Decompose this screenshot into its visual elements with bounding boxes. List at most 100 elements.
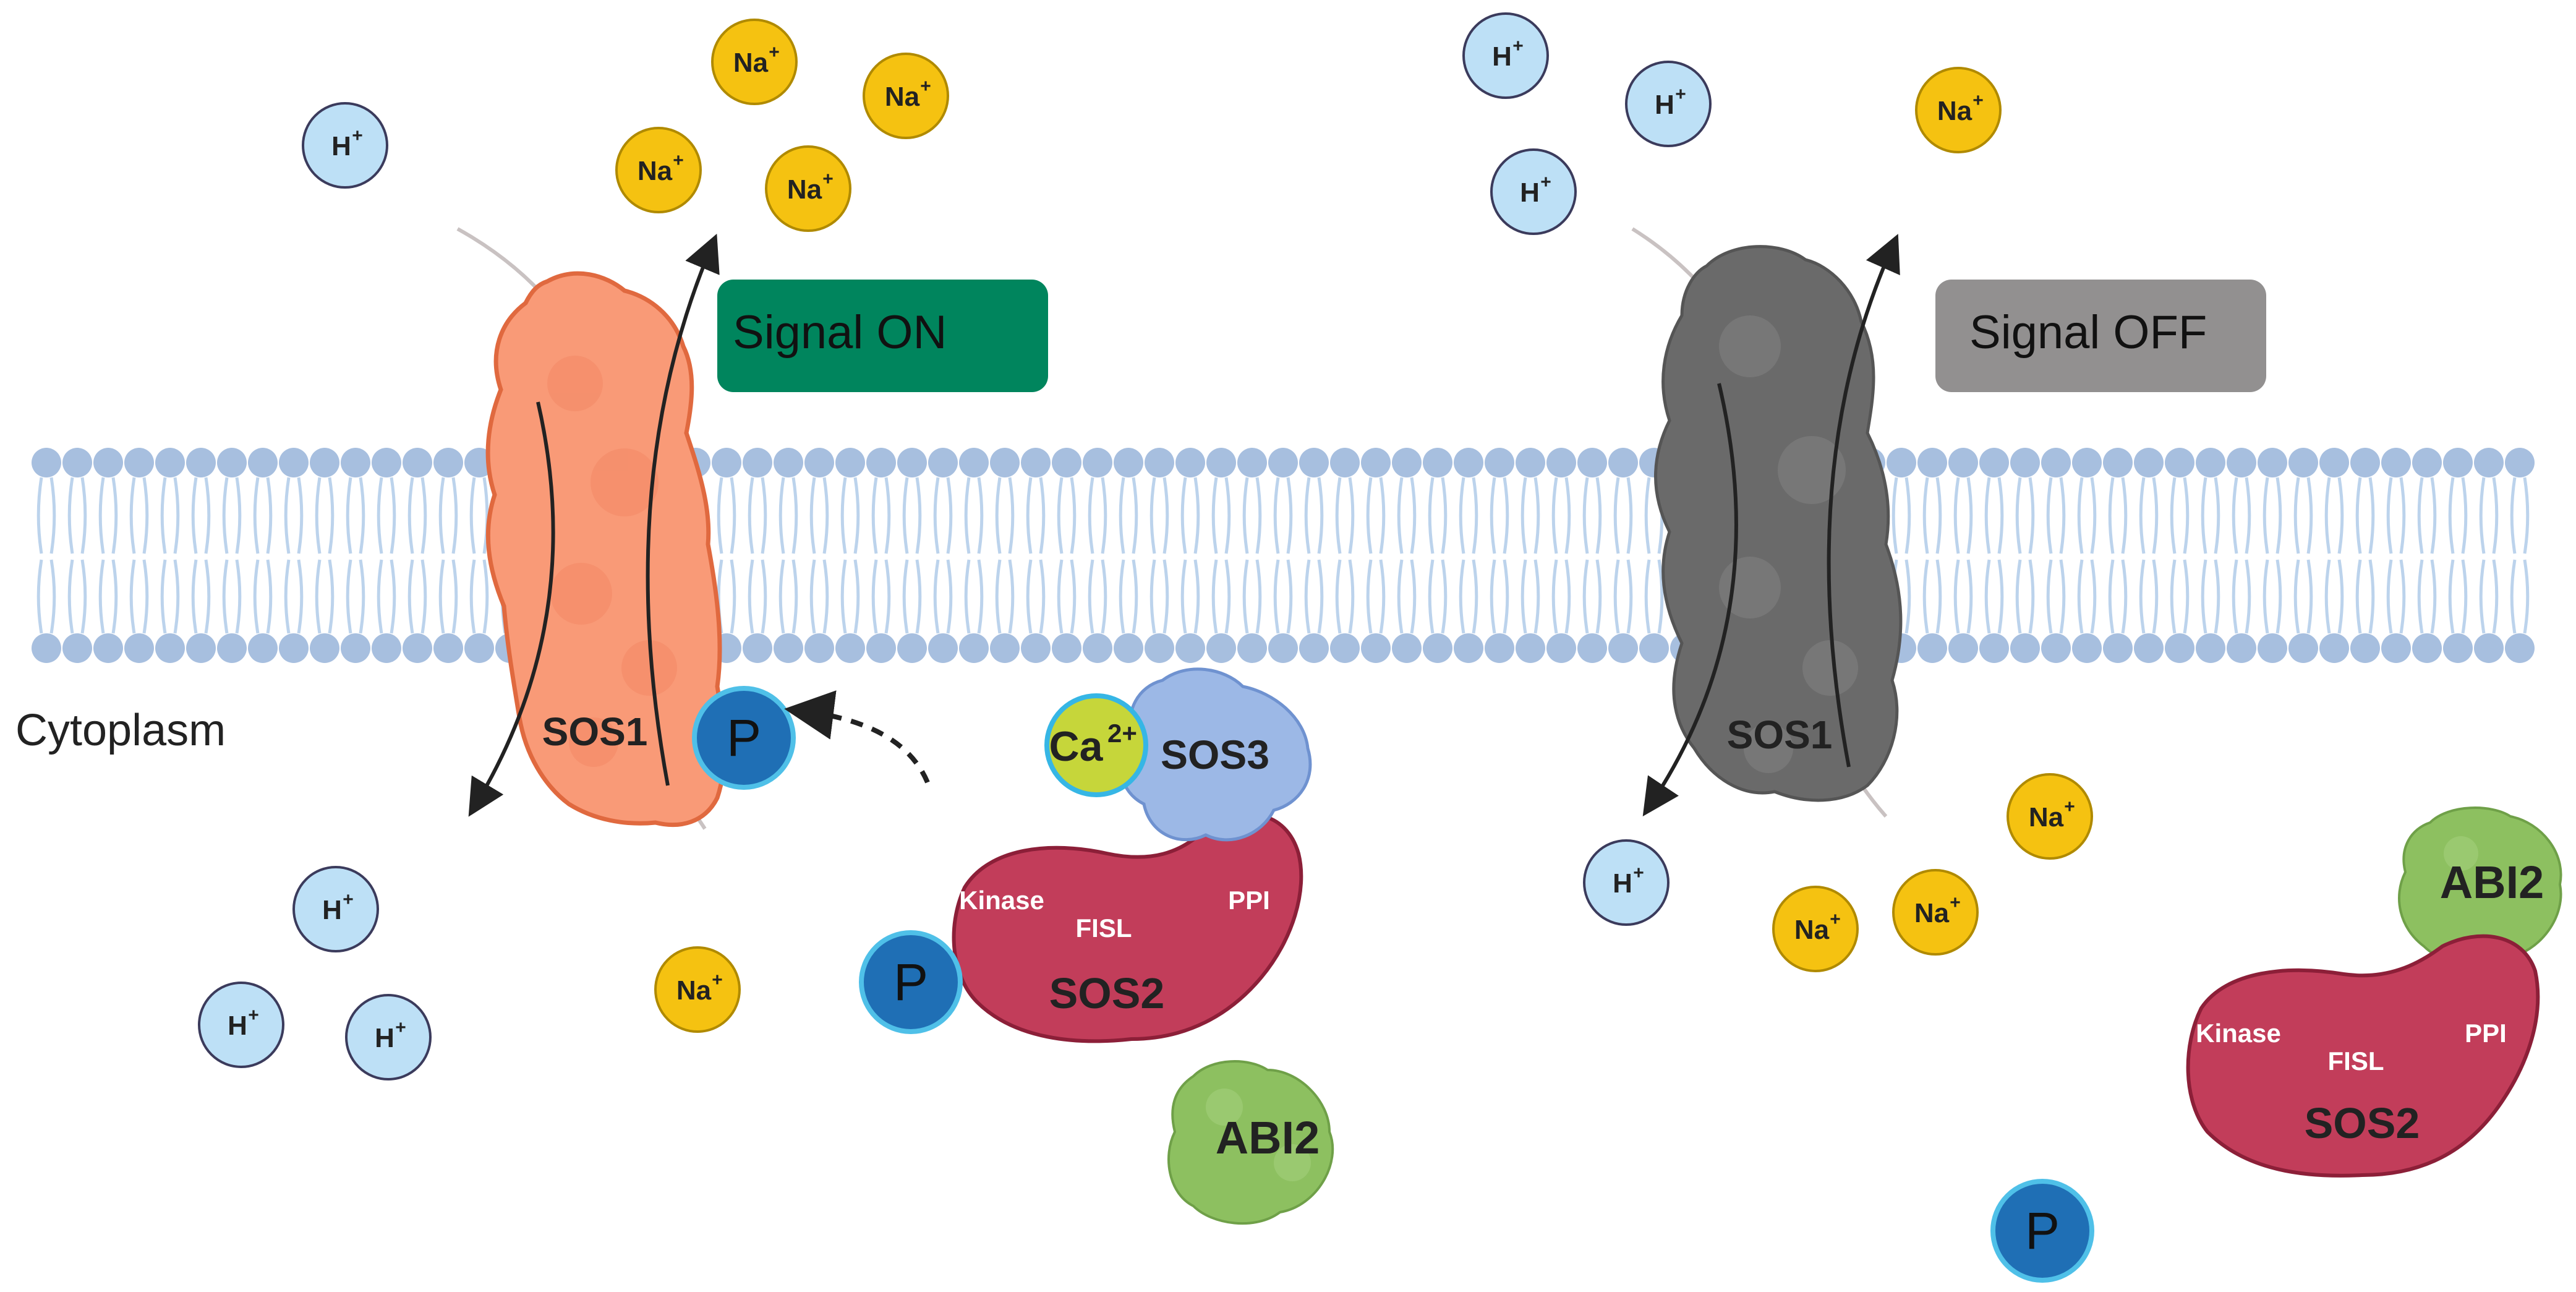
lipid-head	[2134, 448, 2164, 477]
lipid-tail	[1397, 477, 1404, 554]
lipid-head	[1485, 633, 1514, 663]
lipid-tail	[284, 559, 291, 634]
lipid-tail	[98, 477, 105, 554]
lipid-tail	[36, 477, 43, 554]
lipid-tail	[761, 477, 767, 554]
sodium-ion-charge: +	[1950, 892, 1961, 913]
lipid-head	[2072, 448, 2102, 477]
lipid-tail	[2152, 477, 2159, 554]
lipid-tail	[1441, 559, 1448, 634]
lipid-tail	[1273, 559, 1280, 634]
sodium-ion-symbol: Na	[1794, 915, 1830, 945]
lipid-tail	[1503, 559, 1509, 634]
abi2-label-left: ABI2	[1216, 1112, 1320, 1163]
lipid-head	[217, 448, 247, 477]
lipid-head	[433, 448, 463, 477]
signal-off-badge: Signal OFF	[1935, 280, 2266, 392]
lipid-tail	[778, 559, 785, 634]
sos2-fisl-label-right: FISL	[2328, 1046, 2384, 1076]
lipid-tail	[2139, 477, 2146, 554]
sos3-label: SOS3	[1161, 732, 1269, 777]
lipid-tail	[36, 559, 43, 634]
lipid-head	[433, 633, 463, 663]
free-phosphate: P	[1990, 1179, 2094, 1283]
sos2-ppi-label-right: PPI	[2465, 1019, 2507, 1048]
lipid-head	[990, 448, 1020, 477]
lipid-head	[1021, 633, 1051, 663]
lipid-head	[248, 633, 278, 663]
lipid-tail	[1582, 559, 1589, 634]
lipid-tail	[2108, 559, 2115, 634]
lipid-tail	[2368, 477, 2375, 554]
lipid-tail	[1410, 477, 1417, 554]
lipid-head	[62, 448, 92, 477]
lipid-tail	[2183, 559, 2190, 634]
lipid-head	[2319, 448, 2349, 477]
proton-ion: H+	[1583, 839, 1670, 926]
lipid-head	[124, 633, 154, 663]
lipid-tail	[1953, 559, 1960, 634]
lipid-head	[1083, 633, 1112, 663]
lipid-tail	[346, 477, 352, 554]
lipid-tail	[160, 477, 167, 554]
lipid-head	[959, 448, 989, 477]
membrane-tails-lower	[36, 559, 2530, 634]
sodium-ion: Na+	[863, 53, 949, 139]
sodium-ion-symbol: Na	[676, 975, 712, 1006]
lipid-tail	[2510, 559, 2517, 634]
lipid-tail	[1162, 477, 1169, 554]
lipid-tail	[222, 477, 229, 554]
sodium-ion-symbol: Na	[885, 82, 920, 112]
lipid-tail	[2430, 559, 2437, 634]
lipid-head	[2381, 633, 2411, 663]
lipid-head	[866, 633, 896, 663]
lipid-head	[1423, 633, 1452, 663]
sodium-ion-symbol: Na	[733, 48, 769, 78]
lipid-tail	[49, 559, 56, 634]
sos2-ppi-label-left: PPI	[1228, 886, 1270, 915]
lipid-tail	[1317, 559, 1324, 634]
lipid-tail	[1397, 559, 1404, 634]
lipid-tail	[809, 477, 816, 554]
signal-on-badge: Signal ON	[717, 280, 1048, 392]
lipid-tail	[2417, 477, 2424, 554]
lipid-tail	[2183, 477, 2190, 554]
lipid-tail	[2245, 477, 2251, 554]
lipid-tail	[748, 559, 754, 634]
lipid-tail	[1211, 559, 1218, 634]
lipid-tail	[1211, 477, 1218, 554]
lipid-head	[155, 448, 185, 477]
lipid-tail	[791, 477, 798, 554]
sodium-ion-symbol: Na	[1914, 898, 1950, 928]
lipid-head	[1361, 633, 1391, 663]
proton-ion-symbol: H	[228, 1011, 247, 1041]
sodium-ion: Na+	[765, 145, 851, 232]
lipid-tail	[390, 477, 396, 554]
lipid-tail	[2028, 559, 2035, 634]
lipid-head	[2443, 633, 2473, 663]
lipid-tail	[2090, 477, 2097, 554]
lipid-tail	[748, 477, 754, 554]
lipid-tail	[315, 559, 322, 634]
lipid-tail	[111, 559, 118, 634]
lipid-tail	[964, 559, 971, 634]
lipid-head	[93, 448, 123, 477]
lipid-tail	[2368, 559, 2375, 634]
lipid-tail	[67, 477, 74, 554]
lipid-head	[1979, 448, 2009, 477]
sodium-ion: Na+	[615, 127, 702, 213]
sos2-fisl-label-left: FISL	[1076, 913, 1132, 943]
lipid-tail	[778, 477, 785, 554]
lipid-head	[1454, 633, 1483, 663]
lipid-tail	[1149, 559, 1156, 634]
lipid-head	[1917, 633, 1947, 663]
lipid-tail	[730, 477, 736, 554]
lipid-head	[1917, 448, 1947, 477]
lipid-tail	[902, 559, 909, 634]
sodium-ion-charge: +	[822, 169, 834, 189]
lipid-tail	[1533, 559, 1540, 634]
h-influx-arrow	[468, 401, 555, 817]
lipid-head	[2258, 448, 2287, 477]
lipid-tail	[1953, 477, 1960, 554]
lipid-tail	[2139, 559, 2146, 634]
